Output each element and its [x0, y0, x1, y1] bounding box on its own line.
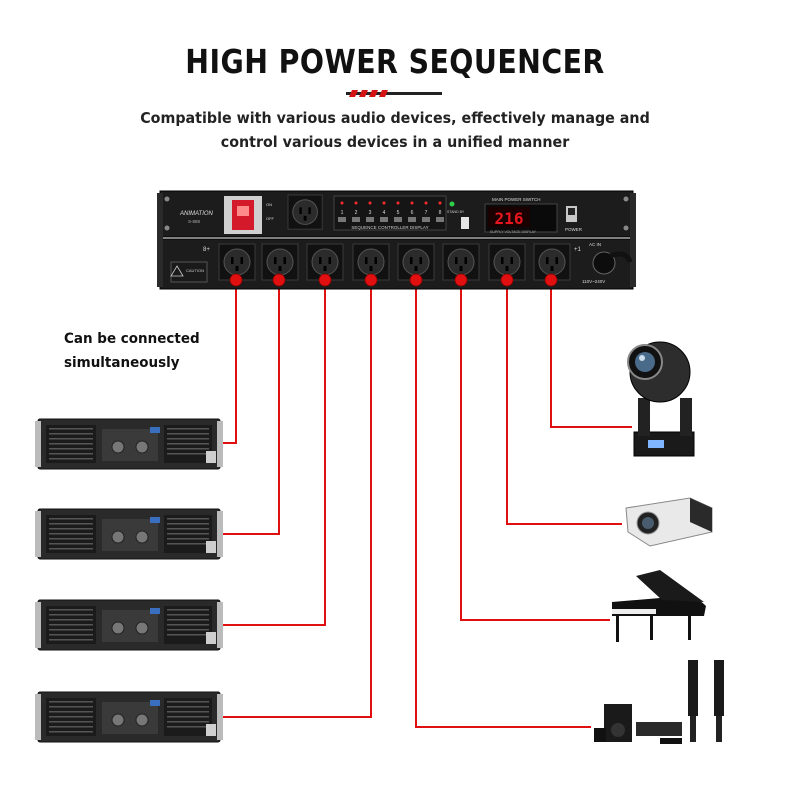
connection-dot [318, 273, 332, 287]
amplifier-icon [34, 599, 224, 651]
standby-led [449, 201, 455, 207]
power-label: POWER [565, 227, 583, 232]
note-line-2: simultaneously [64, 355, 180, 371]
home-theater-speakers-icon [594, 660, 724, 744]
connection-dot [229, 273, 243, 287]
front-outlet [287, 194, 323, 230]
wire-5 [415, 280, 591, 728]
breaker-on-label: ON [266, 202, 272, 207]
channel-buttons[interactable] [338, 217, 444, 222]
connection-dot [454, 273, 468, 287]
channel-number: 6 [411, 210, 414, 216]
connection-dot [364, 273, 378, 287]
channel-number: 4 [383, 210, 386, 216]
page-title: HIGH POWER SEQUENCER [185, 42, 605, 81]
note-line-1: Can be connected [64, 331, 200, 347]
subtitle-line-1: Compatible with various audio devices, e… [140, 109, 650, 127]
usb-port[interactable] [461, 217, 469, 229]
wire-7 [506, 280, 622, 525]
channel-number: 7 [425, 210, 428, 216]
channel-number: 8 [439, 210, 442, 216]
connection-note: Can be connected simultaneously [64, 327, 200, 375]
subtitle: Compatible with various audio devices, e… [124, 106, 667, 154]
breaker-off-label: OFF [266, 216, 275, 221]
channel-number: 3 [369, 210, 372, 216]
standby-label: STAND BY [447, 210, 465, 214]
moving-head-light-icon [627, 341, 695, 457]
voltage-display-label: SUPPLY VOLTAGE DISPLAY [490, 230, 537, 234]
main-switch-label: MAIN POWER SWITCH [492, 197, 541, 202]
channel-number: 5 [397, 210, 400, 216]
connection-dot [500, 273, 514, 287]
ch1-label: +1 [574, 247, 582, 253]
ch8-label: 8+ [203, 247, 210, 253]
voltage-display: 216 [495, 209, 524, 228]
amplifier-icon [34, 691, 224, 743]
brand-label: ANIMATION [179, 211, 214, 217]
channel-numbers: 1 2 3 4 5 6 7 8 [341, 210, 442, 216]
channel-number: 2 [355, 210, 358, 216]
connection-points [229, 273, 558, 287]
voltage-range-label: 110V~240V [582, 279, 605, 284]
connection-dot [272, 273, 286, 287]
sequence-display-label: SEQUENCE CONTROLLER DISPLAY [351, 225, 428, 230]
wire-4 [221, 280, 372, 718]
connection-dot [409, 273, 423, 287]
grand-piano-icon [612, 570, 706, 642]
wire-6 [460, 280, 610, 621]
model-label: S-888 [188, 219, 201, 224]
caution-label: CAUTION [186, 268, 204, 273]
connection-wires [221, 280, 632, 728]
ac-inlet[interactable] [592, 251, 616, 275]
subtitle-line-2: control various devices in a unified man… [220, 133, 570, 151]
decorative-stripes [346, 90, 442, 97]
connection-dot [544, 273, 558, 287]
amplifier-icon [34, 508, 224, 560]
power-sequencer-device: ANIMATION S-888 ON OFF 1 2 3 4 5 6 7 8 [157, 190, 636, 290]
ac-in-label: AC IN [589, 242, 601, 247]
wire-3 [221, 280, 326, 626]
projector-icon [625, 497, 713, 547]
wire-1 [221, 280, 237, 444]
amplifier-icon [34, 418, 224, 470]
channel-number: 1 [341, 210, 344, 216]
wire-8 [550, 280, 632, 428]
wire-2 [221, 280, 280, 535]
channel-leds [340, 201, 442, 205]
